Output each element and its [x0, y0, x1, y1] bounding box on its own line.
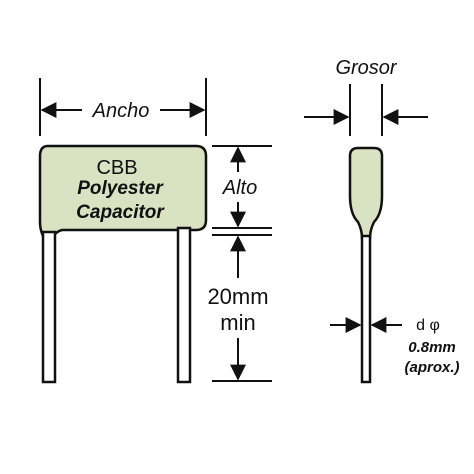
side-view-lead: [360, 234, 372, 384]
diameter-symbol: d φ: [416, 317, 440, 334]
capacitor-body: [38, 144, 208, 247]
lead-length-value: 20mm: [207, 284, 268, 309]
thickness-label: Grosor: [335, 57, 397, 79]
height-label: Alto: [222, 177, 257, 199]
side-view-body: [348, 146, 384, 240]
capacitor-label-cbb: CBB: [96, 157, 137, 179]
capacitor-label-capacitor: Capacitor: [76, 202, 165, 223]
capacitor-label-polyester: Polyester: [77, 178, 164, 199]
diameter-value: 0.8mm: [408, 339, 456, 356]
lead-right: [176, 226, 192, 384]
width-label: Ancho: [92, 100, 150, 122]
diameter-note: (aprox.): [404, 359, 459, 376]
lead-length-suffix: min: [220, 310, 255, 335]
lead-left: [41, 230, 57, 384]
